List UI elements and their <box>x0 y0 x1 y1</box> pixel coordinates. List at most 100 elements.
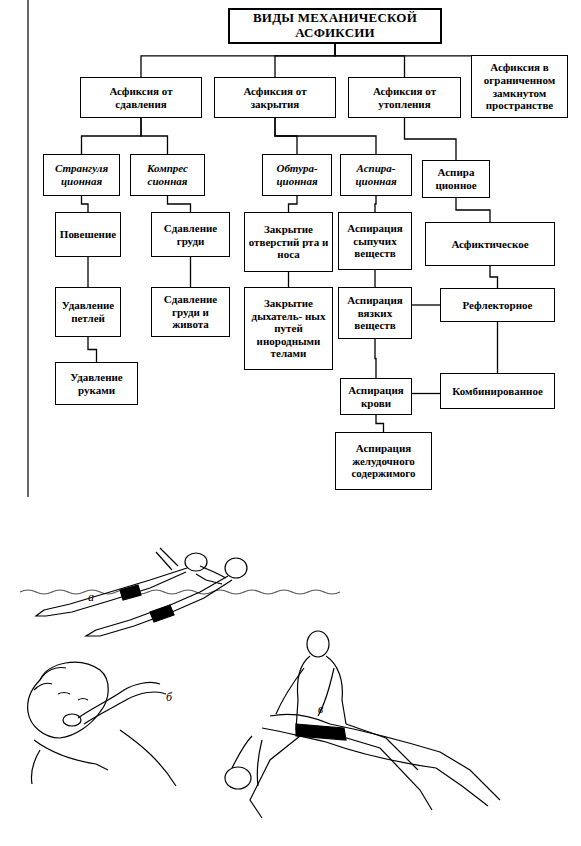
connector-line <box>412 393 440 394</box>
rescuer-torso <box>296 656 346 730</box>
category-box: Аспира- ционная <box>340 154 412 196</box>
box-label: Аспирация желудочного содержимого <box>339 442 428 480</box>
connector-line <box>275 118 376 154</box>
category-box: Асфиктическое <box>425 222 555 266</box>
category-box: Обтура- ционная <box>262 154 332 196</box>
rescuer-head <box>225 558 247 578</box>
connector-line <box>288 272 289 287</box>
connector-line <box>190 257 191 287</box>
box-label: Повешение <box>60 228 116 241</box>
heading-box: ВИДЫ МЕХАНИЧЕСКОЙ АСФИКСИИ <box>228 8 442 44</box>
neck-line <box>120 730 176 786</box>
box-label: Аспира ционное <box>426 166 486 191</box>
category-box: Асфиксия от сдавления <box>80 77 202 118</box>
category-box: Аспирация вязких веществ <box>338 287 412 339</box>
towing-illustration <box>20 548 340 636</box>
box-label: Асфиктическое <box>451 238 528 251</box>
box-label: Рефлекторное <box>463 299 533 312</box>
rescuer-arm <box>196 566 226 584</box>
victim-trunks <box>120 585 141 600</box>
category-box: Асфиксия от закрытия <box>214 77 336 118</box>
category-box: Аспирация желудочного содержимого <box>335 432 432 490</box>
connector-line <box>275 44 335 77</box>
connector-line <box>497 322 498 373</box>
connector-line <box>490 266 498 288</box>
box-label: Странгуля ционная <box>47 162 116 187</box>
box-label: Асфиксия от закрытия <box>218 85 332 110</box>
connector-line <box>168 196 191 212</box>
connector-line <box>141 44 335 77</box>
open-mouth <box>63 714 81 726</box>
connector-line <box>375 339 376 378</box>
connector-line <box>456 198 490 222</box>
box-label: Закрытие дыхатель- ных путей инородными … <box>248 297 329 360</box>
category-box: Аспирация крови <box>340 378 412 415</box>
rescuer-head <box>307 631 329 657</box>
water-line <box>20 590 340 594</box>
connector-line <box>374 270 375 287</box>
category-box: Рефлекторное <box>440 288 555 322</box>
box-label: ВИДЫ МЕХАНИЧЕСКОЙ АСФИКСИИ <box>233 11 437 41</box>
category-box: Компрес сионная <box>130 154 205 196</box>
category-box: Комбинированное <box>440 373 555 409</box>
face-outline <box>28 662 109 738</box>
box-label: Аспира- ционная <box>344 162 408 187</box>
box-label: Аспирация сыпучих веществ <box>342 222 408 260</box>
category-box: Странгуля ционная <box>43 154 120 196</box>
connector-line <box>141 118 168 154</box>
figure-letter: а <box>88 590 94 605</box>
connector-line <box>82 118 142 154</box>
connector-line <box>376 415 384 432</box>
connector-line <box>375 196 376 212</box>
victim-body <box>262 714 440 768</box>
connector-line <box>289 196 298 212</box>
hair <box>34 668 66 691</box>
box-label: Удавление руками <box>59 371 134 396</box>
connector-line <box>412 304 440 305</box>
rescuer-arms <box>276 668 334 716</box>
category-box: Удавление петлей <box>55 287 121 337</box>
rescuer-trunks <box>296 724 346 740</box>
box-label: Обтура- ционная <box>266 162 328 187</box>
victim-arms <box>232 736 262 786</box>
figure-letter: б <box>166 690 172 705</box>
rescuer-legs <box>250 724 432 818</box>
connector-line <box>88 337 97 362</box>
box-label: Удавление петлей <box>59 299 117 324</box>
category-box: Повешение <box>55 212 121 257</box>
category-box: Закрытие дыхатель- ных путей инородными … <box>244 287 333 370</box>
box-label: Закрытие отверстий рта и носа <box>248 223 329 261</box>
victim-legs <box>436 752 500 806</box>
victim-head <box>225 767 251 789</box>
box-label: Асфиксия от утопления <box>352 85 457 110</box>
box-label: Асфиксия от сдавления <box>84 85 198 110</box>
category-box: Закрытие отверстий рта и носа <box>244 212 333 272</box>
connector-line <box>87 257 88 287</box>
eyes <box>58 693 88 701</box>
mouth-clearing-illustration <box>28 662 176 786</box>
connector-line <box>82 196 89 212</box>
category-box: Аспира ционное <box>422 160 490 198</box>
category-box: Асфиксия от утопления <box>348 77 461 118</box>
category-box: Удавление руками <box>55 362 138 405</box>
category-box: Асфиксия в ограниченном замкнутом простр… <box>471 55 568 118</box>
box-label: Комбинированное <box>452 385 543 398</box>
rescuer-hand <box>78 682 166 724</box>
box-label: Сдавление груди <box>155 222 226 247</box>
category-box: Сдавление груди и живота <box>151 287 230 337</box>
box-label: Аспирация крови <box>344 384 408 409</box>
figure-letter: в <box>318 702 323 717</box>
rescuer-body <box>86 576 232 636</box>
box-label: Компрес сионная <box>134 162 201 187</box>
category-box: Аспирация сыпучих веществ <box>338 212 412 270</box>
victim-head <box>185 553 207 571</box>
category-box: Сдавление груди <box>151 212 230 257</box>
water-draining-illustration <box>225 631 500 818</box>
hand-holding-jaw <box>31 740 108 784</box>
rescuer-trunks <box>150 605 174 622</box>
victim-arm <box>156 548 178 570</box>
box-label: Асфиксия в ограниченном замкнутом простр… <box>475 61 564 112</box>
connector-line <box>405 118 457 160</box>
box-label: Сдавление груди и живота <box>155 293 226 331</box>
